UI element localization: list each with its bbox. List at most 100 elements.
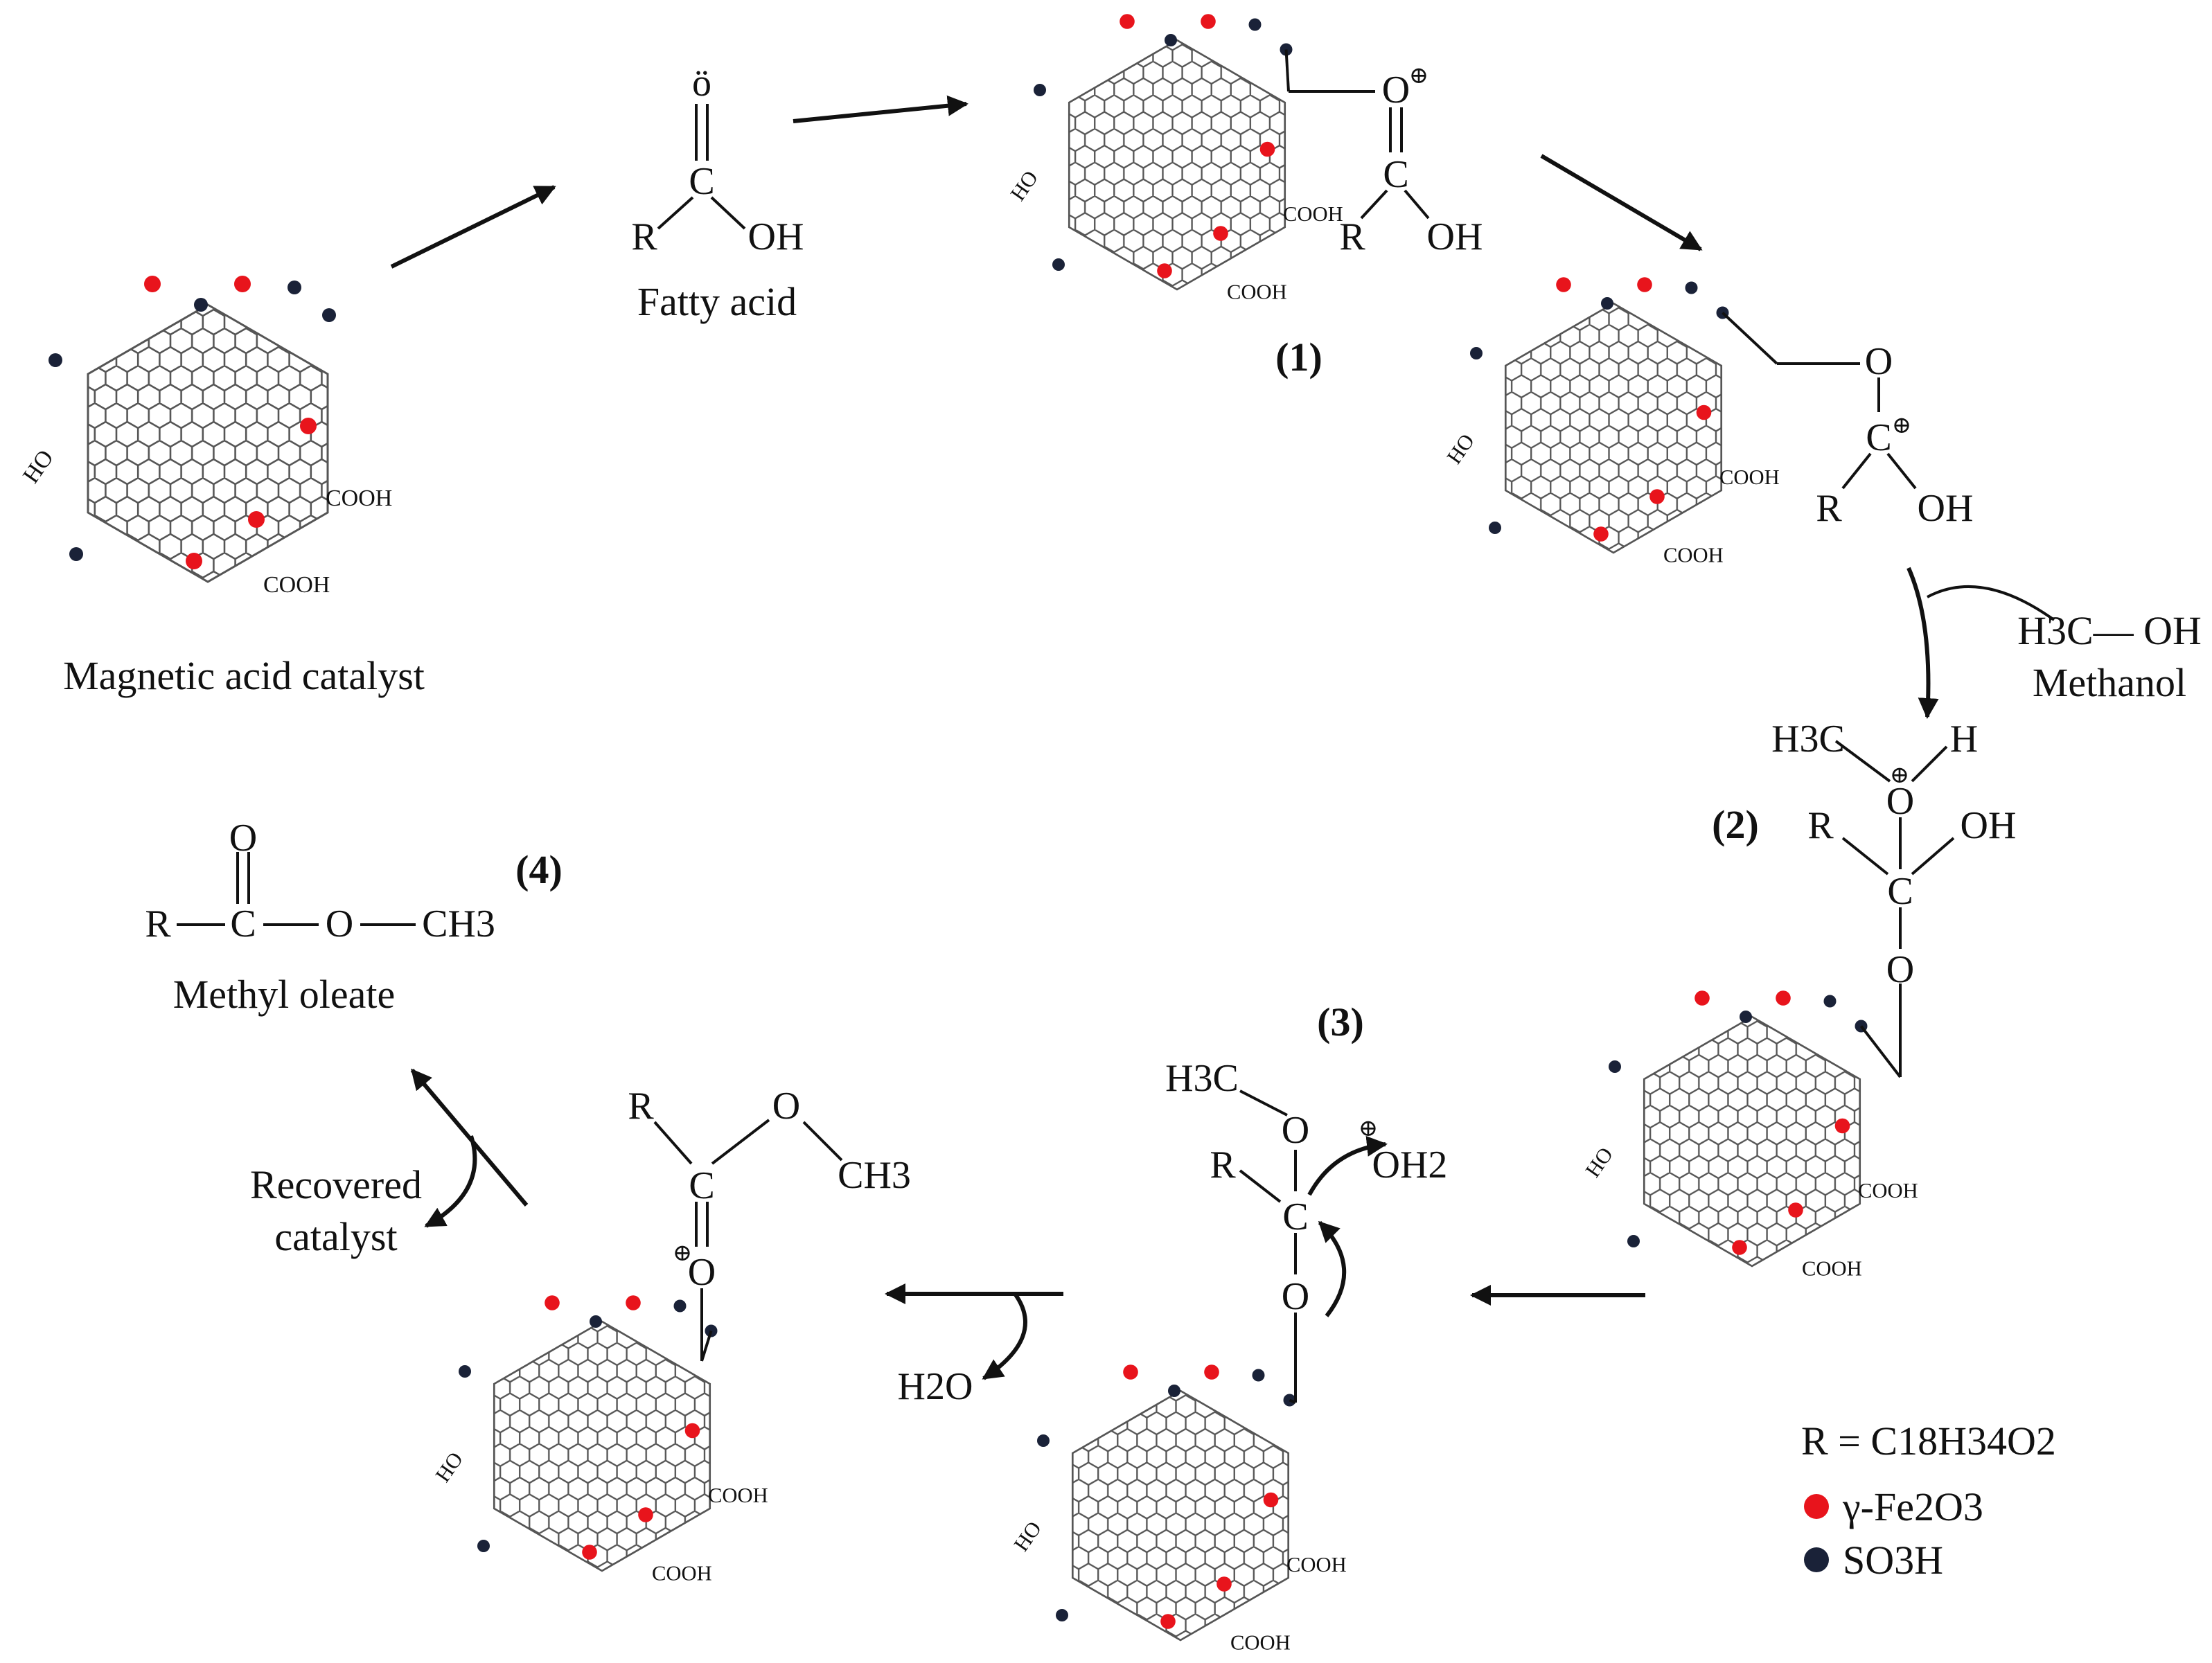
methanol-formula: H3C— OH (2017, 608, 2202, 653)
legend: R = C18H34O2 γ-Fe2O3 SO3H (1801, 1419, 2056, 1583)
atom-oh: OH (1961, 804, 2017, 847)
catalyst-link-bond (1722, 312, 1778, 365)
atom-o: O (1886, 780, 1914, 823)
so3h-dot (1601, 297, 1613, 310)
graphene-sheet (1072, 1391, 1289, 1641)
cooh-group-label: COOH (1663, 544, 1724, 567)
atom-c: C (689, 160, 714, 203)
cooh-group-label: COOH (1719, 465, 1780, 489)
ho-group-label: HO (1006, 166, 1043, 205)
atom-oh: OH (748, 215, 804, 258)
ho-group-label: HO (18, 445, 58, 488)
atom-c: C (1866, 416, 1891, 459)
arrow-to-methyl-oleate (410, 1068, 529, 1207)
atom-r: R (1210, 1144, 1236, 1186)
catalyst-initial: COOH COOH HO (18, 276, 392, 598)
cooh-group-label: COOH (1286, 1553, 1347, 1576)
ho-group-label: HO (431, 1448, 468, 1486)
fe2o3-dot (1593, 526, 1609, 542)
catalyst-link-bond (1859, 1025, 1902, 1078)
step-4-label: (4) (515, 847, 563, 892)
plus-charge: ⊕ (1890, 763, 1910, 788)
atom-r: R (145, 902, 171, 945)
fe2o3-dot (1834, 1118, 1850, 1134)
fe2o3-dot (300, 418, 317, 434)
graphene-sheet (494, 1322, 710, 1572)
fe2o3-dot (1776, 990, 1791, 1006)
so3h-dot (459, 1365, 471, 1378)
legend-so3h-label: SO3H (1843, 1538, 1943, 1583)
so3h-dot (1470, 347, 1483, 359)
atom-oh: OH (1427, 215, 1483, 258)
cooh-group-label: COOH (326, 486, 392, 511)
methanol-feed-curve (1927, 585, 2055, 621)
atom-o-lone-pair: ö (692, 62, 711, 105)
so3h-dot (287, 281, 301, 294)
so3h-dot (48, 353, 62, 367)
atom-o: O (1886, 948, 1914, 991)
so3h-dot (673, 1299, 687, 1313)
so3h-dot (1165, 34, 1177, 46)
curved-arrow-o-to-c (1318, 1220, 1347, 1317)
fe2o3-dot (1788, 1202, 1803, 1218)
so3h-dot (1685, 281, 1698, 294)
atom-h3c: H3C (1165, 1057, 1239, 1100)
graphene-sheet (88, 305, 328, 582)
fe2o3-dot (1263, 1492, 1279, 1508)
so3h-dot (194, 298, 208, 312)
plus-charge: ⊕ (1892, 413, 1912, 438)
graphene-outline (87, 303, 329, 583)
graphene-outline (1068, 39, 1286, 291)
atom-c: C (1887, 870, 1913, 913)
recovered-label-line2: catalyst (274, 1214, 397, 1259)
fe2o3-dot (248, 511, 265, 528)
fe2o3-dot (1637, 277, 1652, 292)
fe2o3-dot (684, 1423, 700, 1439)
cooh-group-label: COOH (263, 572, 330, 598)
fe2o3-dot (1201, 14, 1216, 29)
arrows (390, 95, 2055, 1380)
step-2-label: (2) (1712, 802, 1759, 847)
atom-c: C (1383, 153, 1408, 196)
cooh-group-label: COOH (1283, 202, 1343, 226)
atom-c: C (230, 902, 256, 945)
so3h-dot (1489, 522, 1501, 534)
so3h-dot (322, 308, 336, 322)
legend-fe2o3-label: γ-Fe2O3 (1842, 1484, 1983, 1529)
fe2o3-dot (1732, 1240, 1747, 1255)
atom-r: R (1816, 487, 1842, 530)
fe2o3-dot (1204, 1364, 1219, 1380)
atom-o: O (688, 1251, 716, 1294)
fe2o3-dot (582, 1545, 597, 1560)
cooh-group-label: COOH (1230, 1631, 1291, 1655)
graphene-outline (493, 1320, 711, 1572)
fe2o3-dot (1160, 1614, 1176, 1629)
graphene-outline (1071, 1389, 1290, 1642)
atom-o: O (1382, 69, 1410, 112)
plus-charge: ⊕ (1409, 63, 1429, 89)
graphene-sheet (1644, 1017, 1860, 1267)
fe2o3-dot (1120, 14, 1135, 29)
cooh-group-label: COOH (652, 1562, 712, 1585)
methyl-oleate-label: Methyl oleate (173, 972, 396, 1017)
atom-o: O (1282, 1275, 1309, 1318)
fe2o3-dot (234, 276, 251, 292)
atom-oh2: OH2 (1372, 1144, 1448, 1186)
atom-oh: OH (1918, 487, 1974, 530)
so3h-dot (477, 1540, 490, 1552)
atom-o: O (1282, 1109, 1309, 1152)
fe2o3-dot (638, 1507, 653, 1522)
atom-r: R (1807, 804, 1834, 847)
so3h-dot (1248, 18, 1262, 31)
arrow-fatty-acid-to-step1 (793, 95, 968, 123)
fe2o3-dot (1157, 263, 1172, 278)
catalyst-link-bond (1284, 49, 1290, 92)
atom-c: C (1282, 1195, 1308, 1238)
so3h-dot (1168, 1385, 1180, 1397)
fe2o3-dot (1649, 489, 1665, 504)
